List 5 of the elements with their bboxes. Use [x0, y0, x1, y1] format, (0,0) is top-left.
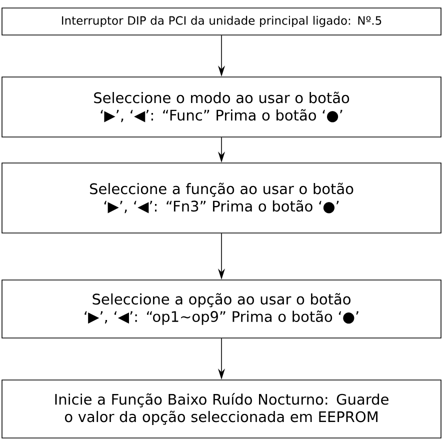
process-box: Inicie a Função Baixo Ruído Nocturno: Guarde o valor da opção seleccionada em EEPROM — [2, 380, 442, 438]
process-box: Interruptor DIP da PCI da unidade principal ligado: Nº.5 — [2, 8, 442, 36]
process-box: Seleccione a opção ao usar o botão ‘▶’, ‘◀’: “op1~op9” Prima o botão ‘●’ — [2, 280, 442, 338]
process-box: Seleccione o modo ao usar o botão ‘▶’, ‘◀’: “Func” Prima o botão ‘●’ — [2, 76, 442, 138]
process-box: Seleccione a função ao usar o botão ‘▶’, ‘◀’: “Fn3” Prima o botão ‘●’ — [2, 162, 442, 234]
